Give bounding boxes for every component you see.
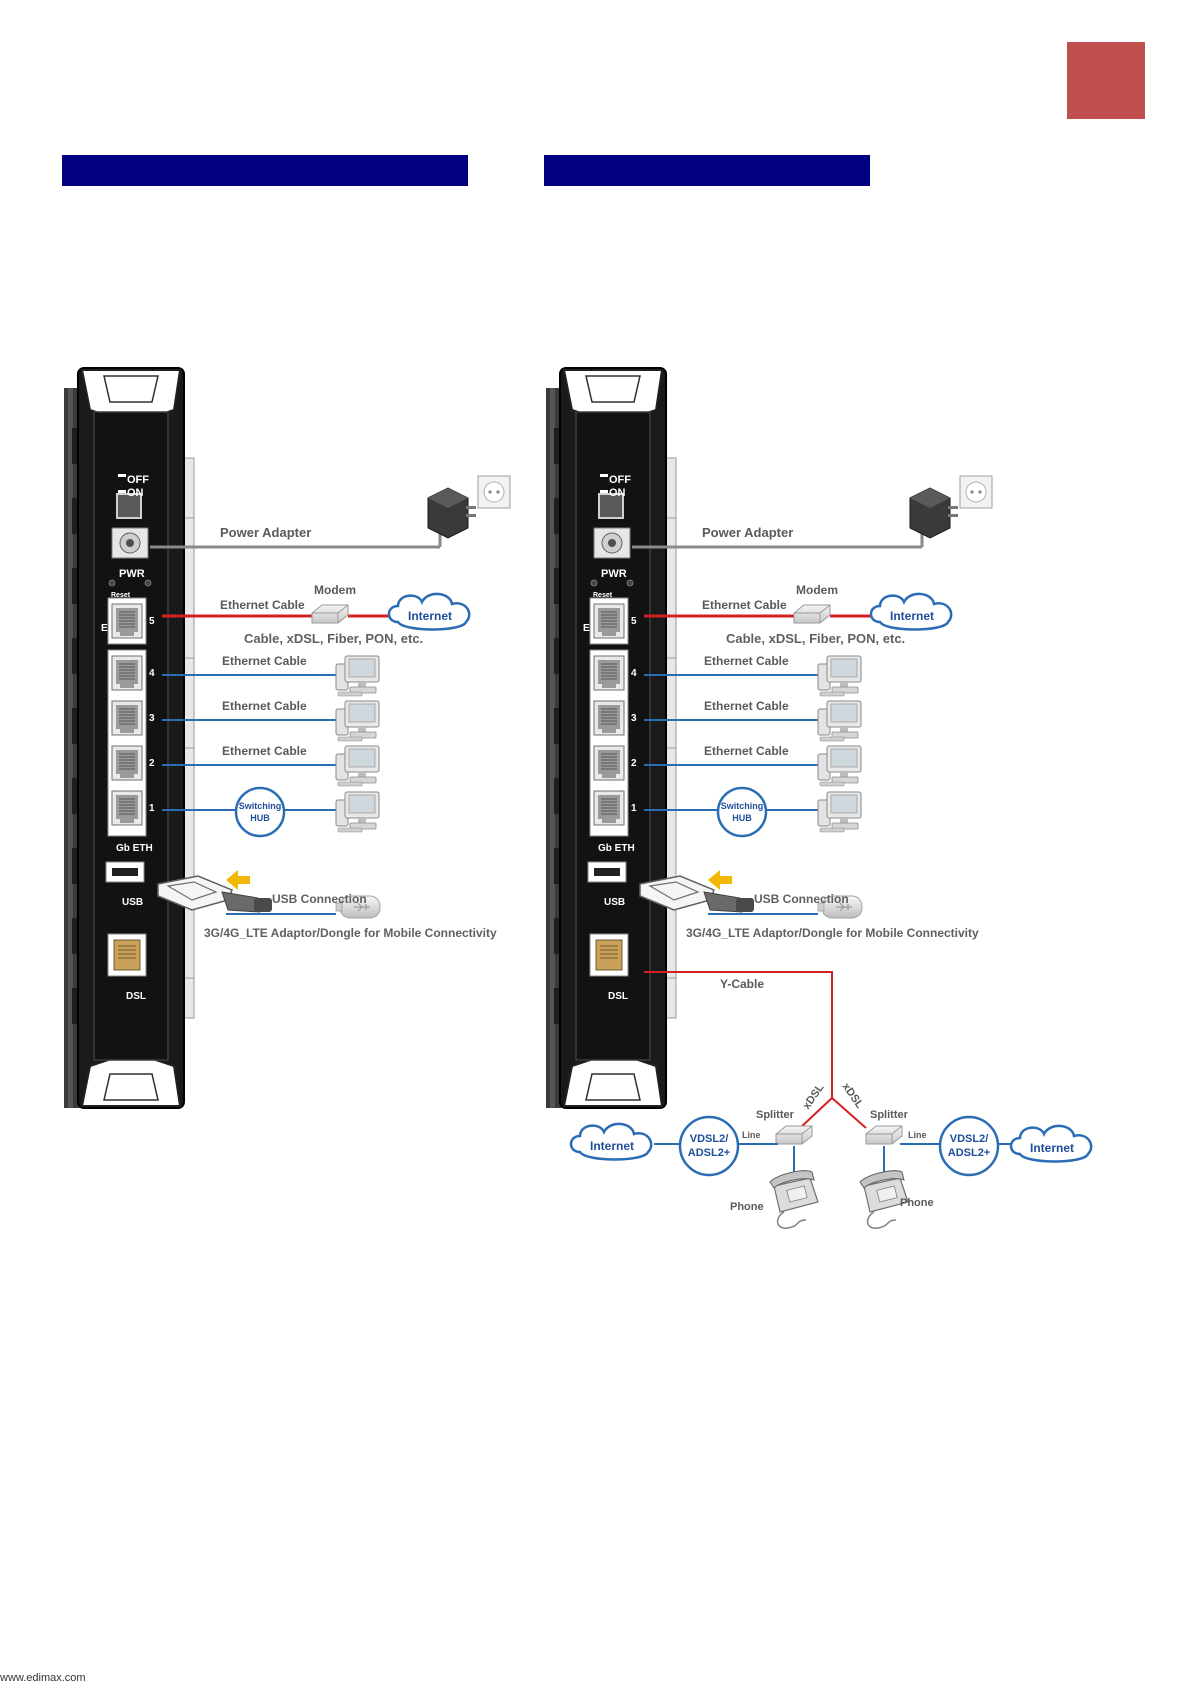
internet-cloud-left-label: Internet [590,1139,634,1153]
reset-label: Reset [593,592,613,599]
dongle-caption: 3G/4G_LTE Adaptor/Dongle for Mobile Conn… [686,926,979,940]
left-diagram: OFF ON PWR Reset E 5 4 3 2 1 Gb ETH USB … [64,368,511,1108]
pwr-label: PWR [119,568,145,580]
port-label-3: 3 [631,713,637,724]
xdsl-right-label: xDSL [840,1081,866,1111]
right-diagram: OFF ON PWR Reset E 5 4 3 2 1 Gb ETH USB … [546,368,1093,1229]
switching-hub-line2: HUB [250,813,270,823]
switching-hub-line1: Switching [721,801,764,811]
usb-connection-label: USB Connection [272,892,367,906]
port-label-4: 4 [631,668,637,679]
ethernet-cable-2-label: Ethernet Cable [704,744,789,758]
internet-cloud-right-label: Internet [1030,1141,1074,1155]
port-label-4: 4 [149,668,155,679]
internet-cloud-label: Internet [890,609,934,623]
ethernet-cable-wan-label: Ethernet Cable [702,598,787,612]
vdsl-right-line2: ADSL2+ [948,1147,991,1159]
wan-types-label: Cable, xDSL, Fiber, PON, etc. [726,631,905,646]
port-label-2: 2 [149,758,155,769]
switching-hub-line1: Switching [239,801,282,811]
gb-eth-label: Gb ETH [116,843,153,854]
port-label-1: 1 [149,803,155,814]
dongle-caption: 3G/4G_LTE Adaptor/Dongle for Mobile Conn… [204,926,497,940]
vdsl-left-line2: ADSL2+ [688,1147,731,1159]
gb-eth-label: Gb ETH [598,843,635,854]
usb-label: USB [604,897,625,908]
phone-right-label: Phone [900,1197,934,1209]
ethernet-cable-2-label: Ethernet Cable [222,744,307,758]
phone-left-label: Phone [730,1201,764,1213]
splitter-left-label: Splitter [756,1109,795,1121]
reset-label: Reset [111,592,131,599]
ethernet-cable-3-label: Ethernet Cable [222,699,307,713]
power-adapter-label: Power Adapter [220,525,311,540]
y-cable-label: Y-Cable [720,977,764,991]
power-adapter-label: Power Adapter [702,525,793,540]
dsl-label: DSL [608,991,628,1002]
vdsl-right-line1: VDSL2/ [950,1133,989,1145]
ethernet-cable-wan-label: Ethernet Cable [220,598,305,612]
wan-types-label: Cable, xDSL, Fiber, PON, etc. [244,631,423,646]
port-label-3: 3 [149,713,155,724]
switch-off-label: OFF [609,474,631,486]
port-label-5: 5 [149,616,155,627]
internet-cloud-label: Internet [408,609,452,623]
port-label-2: 2 [631,758,637,769]
ethernet-cable-3-label: Ethernet Cable [704,699,789,713]
line-left-label: Line [742,1130,761,1140]
wan-letter-label: E [583,623,590,634]
switch-on-label: ON [127,487,144,499]
section-header-bar-right [544,155,870,186]
wan-letter-label: E [101,623,108,634]
pwr-label: PWR [601,568,627,580]
usb-connection-label: USB Connection [754,892,849,906]
port-label-1: 1 [631,803,637,814]
ethernet-cable-4-label: Ethernet Cable [704,654,789,668]
splitter-right-label: Splitter [870,1109,909,1121]
ethernet-cable-4-label: Ethernet Cable [222,654,307,668]
vdsl-left-line1: VDSL2/ [690,1133,729,1145]
port-label-5: 5 [631,616,637,627]
section-header-bar-left [62,155,468,186]
usb-label: USB [122,897,143,908]
dsl-label: DSL [126,991,146,1002]
modem-label: Modem [796,583,838,597]
modem-label: Modem [314,583,356,597]
switch-on-label: ON [609,487,626,499]
page-footer: www.edimax.com [0,1672,86,1684]
switching-hub-line2: HUB [732,813,752,823]
switch-off-label: OFF [127,474,149,486]
line-right-label: Line [908,1130,927,1140]
page-corner-tab [1067,42,1145,119]
